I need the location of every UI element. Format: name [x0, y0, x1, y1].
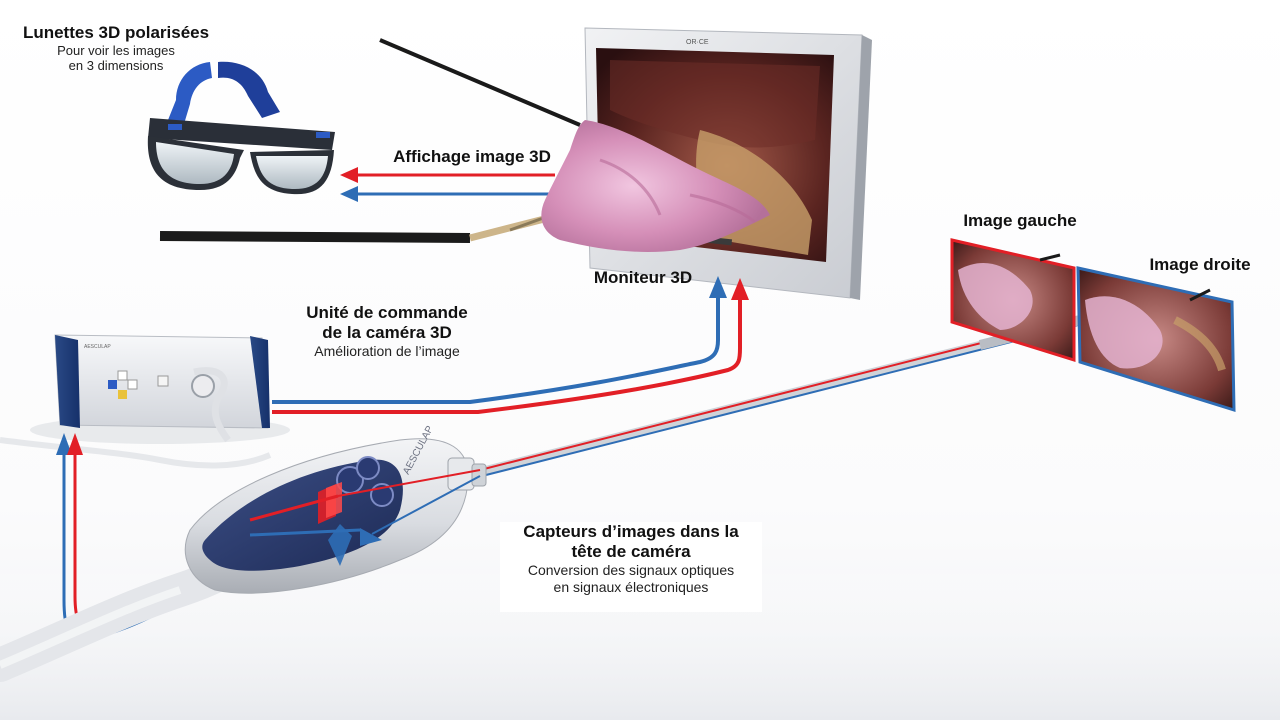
- ccu-illustration: AESCULAP: [0, 334, 290, 469]
- ccu-title-line2: de la caméra 3D: [322, 323, 452, 343]
- label-left-image: Image gauche: [945, 211, 1095, 231]
- display-title: Affichage image 3D: [393, 147, 551, 166]
- monitor-brand-text: OR·CE: [686, 39, 709, 46]
- right-image-title: Image droite: [1149, 255, 1251, 274]
- image-right-frame: [1076, 266, 1236, 413]
- sensors-title-line2: tête de caméra: [571, 542, 691, 562]
- sensors-title-line1: Capteurs d’images dans la: [523, 522, 739, 541]
- arrows-to-glasses: [340, 167, 555, 202]
- label-polarized-glasses: Lunettes 3D polarisées Pour voir les ima…: [6, 23, 226, 74]
- label-right-image: Image droite: [1130, 255, 1270, 275]
- glasses-title: Lunettes 3D polarisées: [22, 23, 210, 42]
- glasses-illustration: [147, 61, 335, 195]
- sensors-sub-line1: Conversion des signaux optiques: [527, 562, 735, 579]
- ccu-subtitle: Amélioration de l’image: [314, 343, 460, 360]
- glasses-sub-line1: Pour voir les images: [57, 43, 175, 59]
- ccu-brand-text: AESCULAP: [84, 344, 111, 350]
- glasses-sub-line2: en 3 dimensions: [68, 58, 164, 74]
- image-left-frame: [950, 238, 1076, 363]
- label-camera-control-unit: Unité de commande de la caméra 3D Amélio…: [282, 303, 492, 360]
- label-image-sensors: Capteurs d’images dans la tête de caméra…: [500, 522, 762, 612]
- tissue-popout: [541, 120, 770, 252]
- sensors-sub-line2: en signaux électroniques: [553, 578, 709, 595]
- ccu-title-line1: Unité de commande: [306, 303, 468, 322]
- left-image-title: Image gauche: [963, 211, 1077, 230]
- label-3d-monitor: Moniteur 3D: [578, 268, 708, 288]
- label-3d-display: Affichage image 3D: [372, 147, 572, 167]
- endoscope-shaft: [478, 315, 1083, 477]
- monitor-title: Moniteur 3D: [593, 268, 693, 287]
- arrows-to-monitor: [272, 276, 749, 414]
- camera-head-illustration: AESCULAP: [0, 424, 487, 682]
